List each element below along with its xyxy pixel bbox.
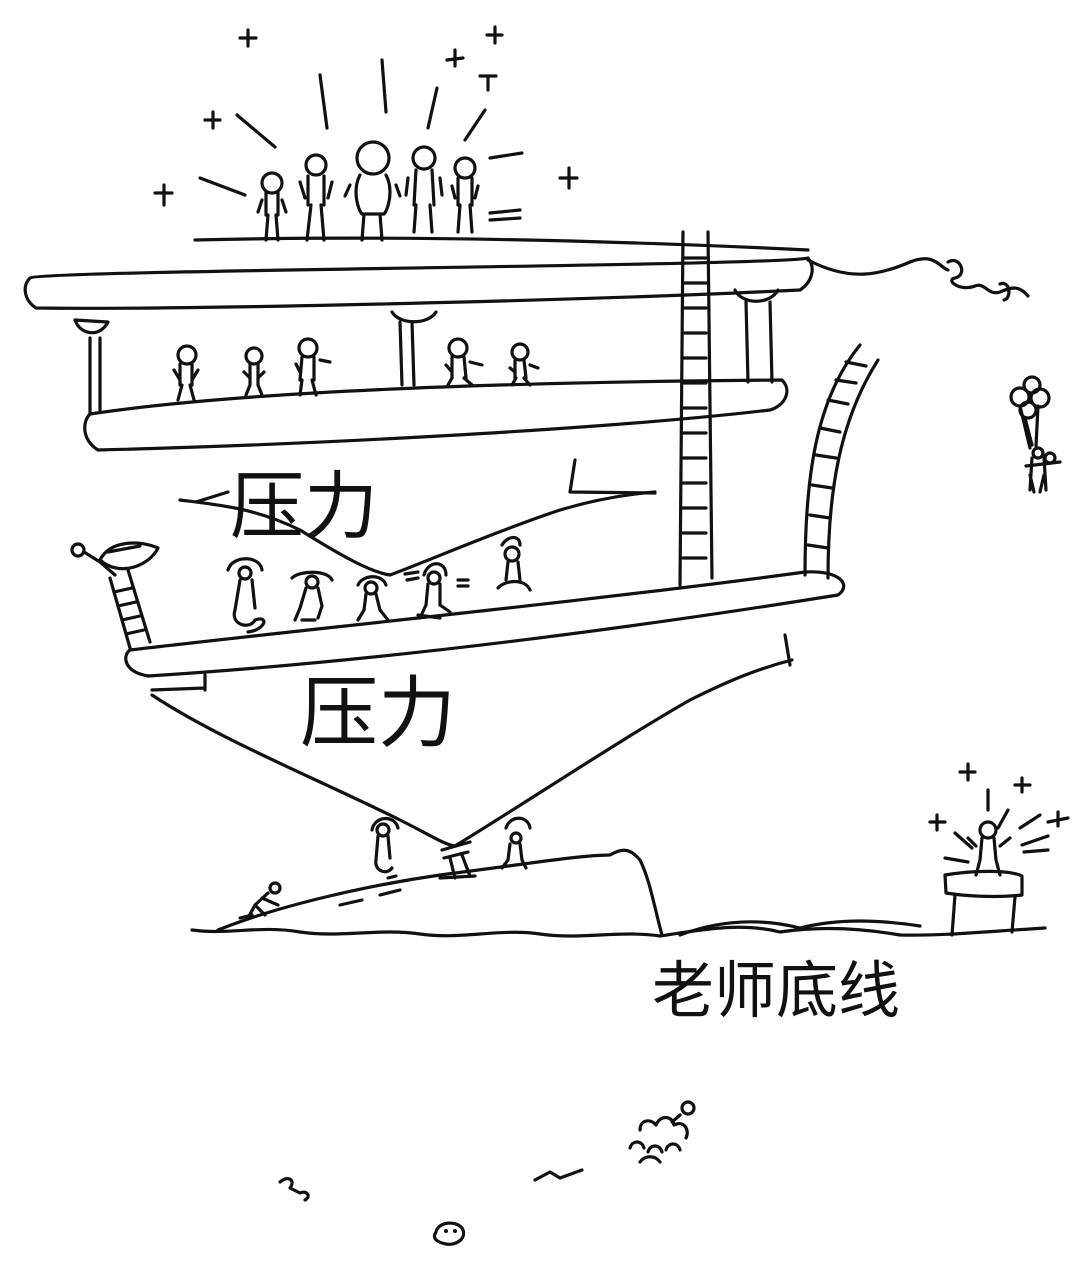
person-figure xyxy=(294,337,332,397)
glory-rays xyxy=(198,58,524,222)
triumphant-person xyxy=(966,820,1012,877)
person-figure xyxy=(256,171,288,242)
crawling-person xyxy=(238,881,282,920)
pedestal xyxy=(943,869,1024,937)
person-figure xyxy=(343,140,402,242)
pressure-label-lower: 压力 xyxy=(300,669,456,759)
left-ladder xyxy=(70,541,160,650)
person-figure xyxy=(500,816,532,870)
person-figure xyxy=(356,575,390,622)
person-figure xyxy=(404,145,444,234)
person-figure xyxy=(290,570,334,622)
second-deck xyxy=(83,378,789,452)
top-deck xyxy=(23,236,814,310)
curved-ladder xyxy=(803,343,880,580)
person-figure xyxy=(450,156,480,234)
top-people xyxy=(256,140,480,242)
sparkle-icons xyxy=(153,25,579,207)
kite-string xyxy=(806,257,1030,302)
person-figure xyxy=(496,535,532,592)
pedestal-rays xyxy=(928,762,1070,864)
person-figure xyxy=(172,344,200,402)
person-figure xyxy=(438,840,477,880)
person-figure xyxy=(226,557,266,634)
fallen-remains xyxy=(278,1100,696,1246)
upper-pressure-wedge xyxy=(178,458,657,577)
baseline-label: 老师底线 xyxy=(652,954,900,1027)
person-figure xyxy=(242,346,266,397)
person-figure xyxy=(508,342,540,387)
ground-line xyxy=(190,919,1047,938)
hill xyxy=(216,848,664,937)
person-figure xyxy=(298,153,334,242)
lower-pressure-wedge xyxy=(150,658,794,848)
second-people xyxy=(172,337,540,402)
pressure-label-upper: 压力 xyxy=(230,464,378,550)
person-figure xyxy=(444,337,484,387)
person-figure xyxy=(416,562,452,620)
pillars-upper xyxy=(73,288,780,416)
third-people xyxy=(226,535,532,634)
third-deck xyxy=(124,570,846,678)
balloon-icons xyxy=(1009,375,1062,494)
bottom-people xyxy=(370,816,532,880)
person-figure xyxy=(370,816,400,880)
tall-ladder xyxy=(678,230,714,587)
